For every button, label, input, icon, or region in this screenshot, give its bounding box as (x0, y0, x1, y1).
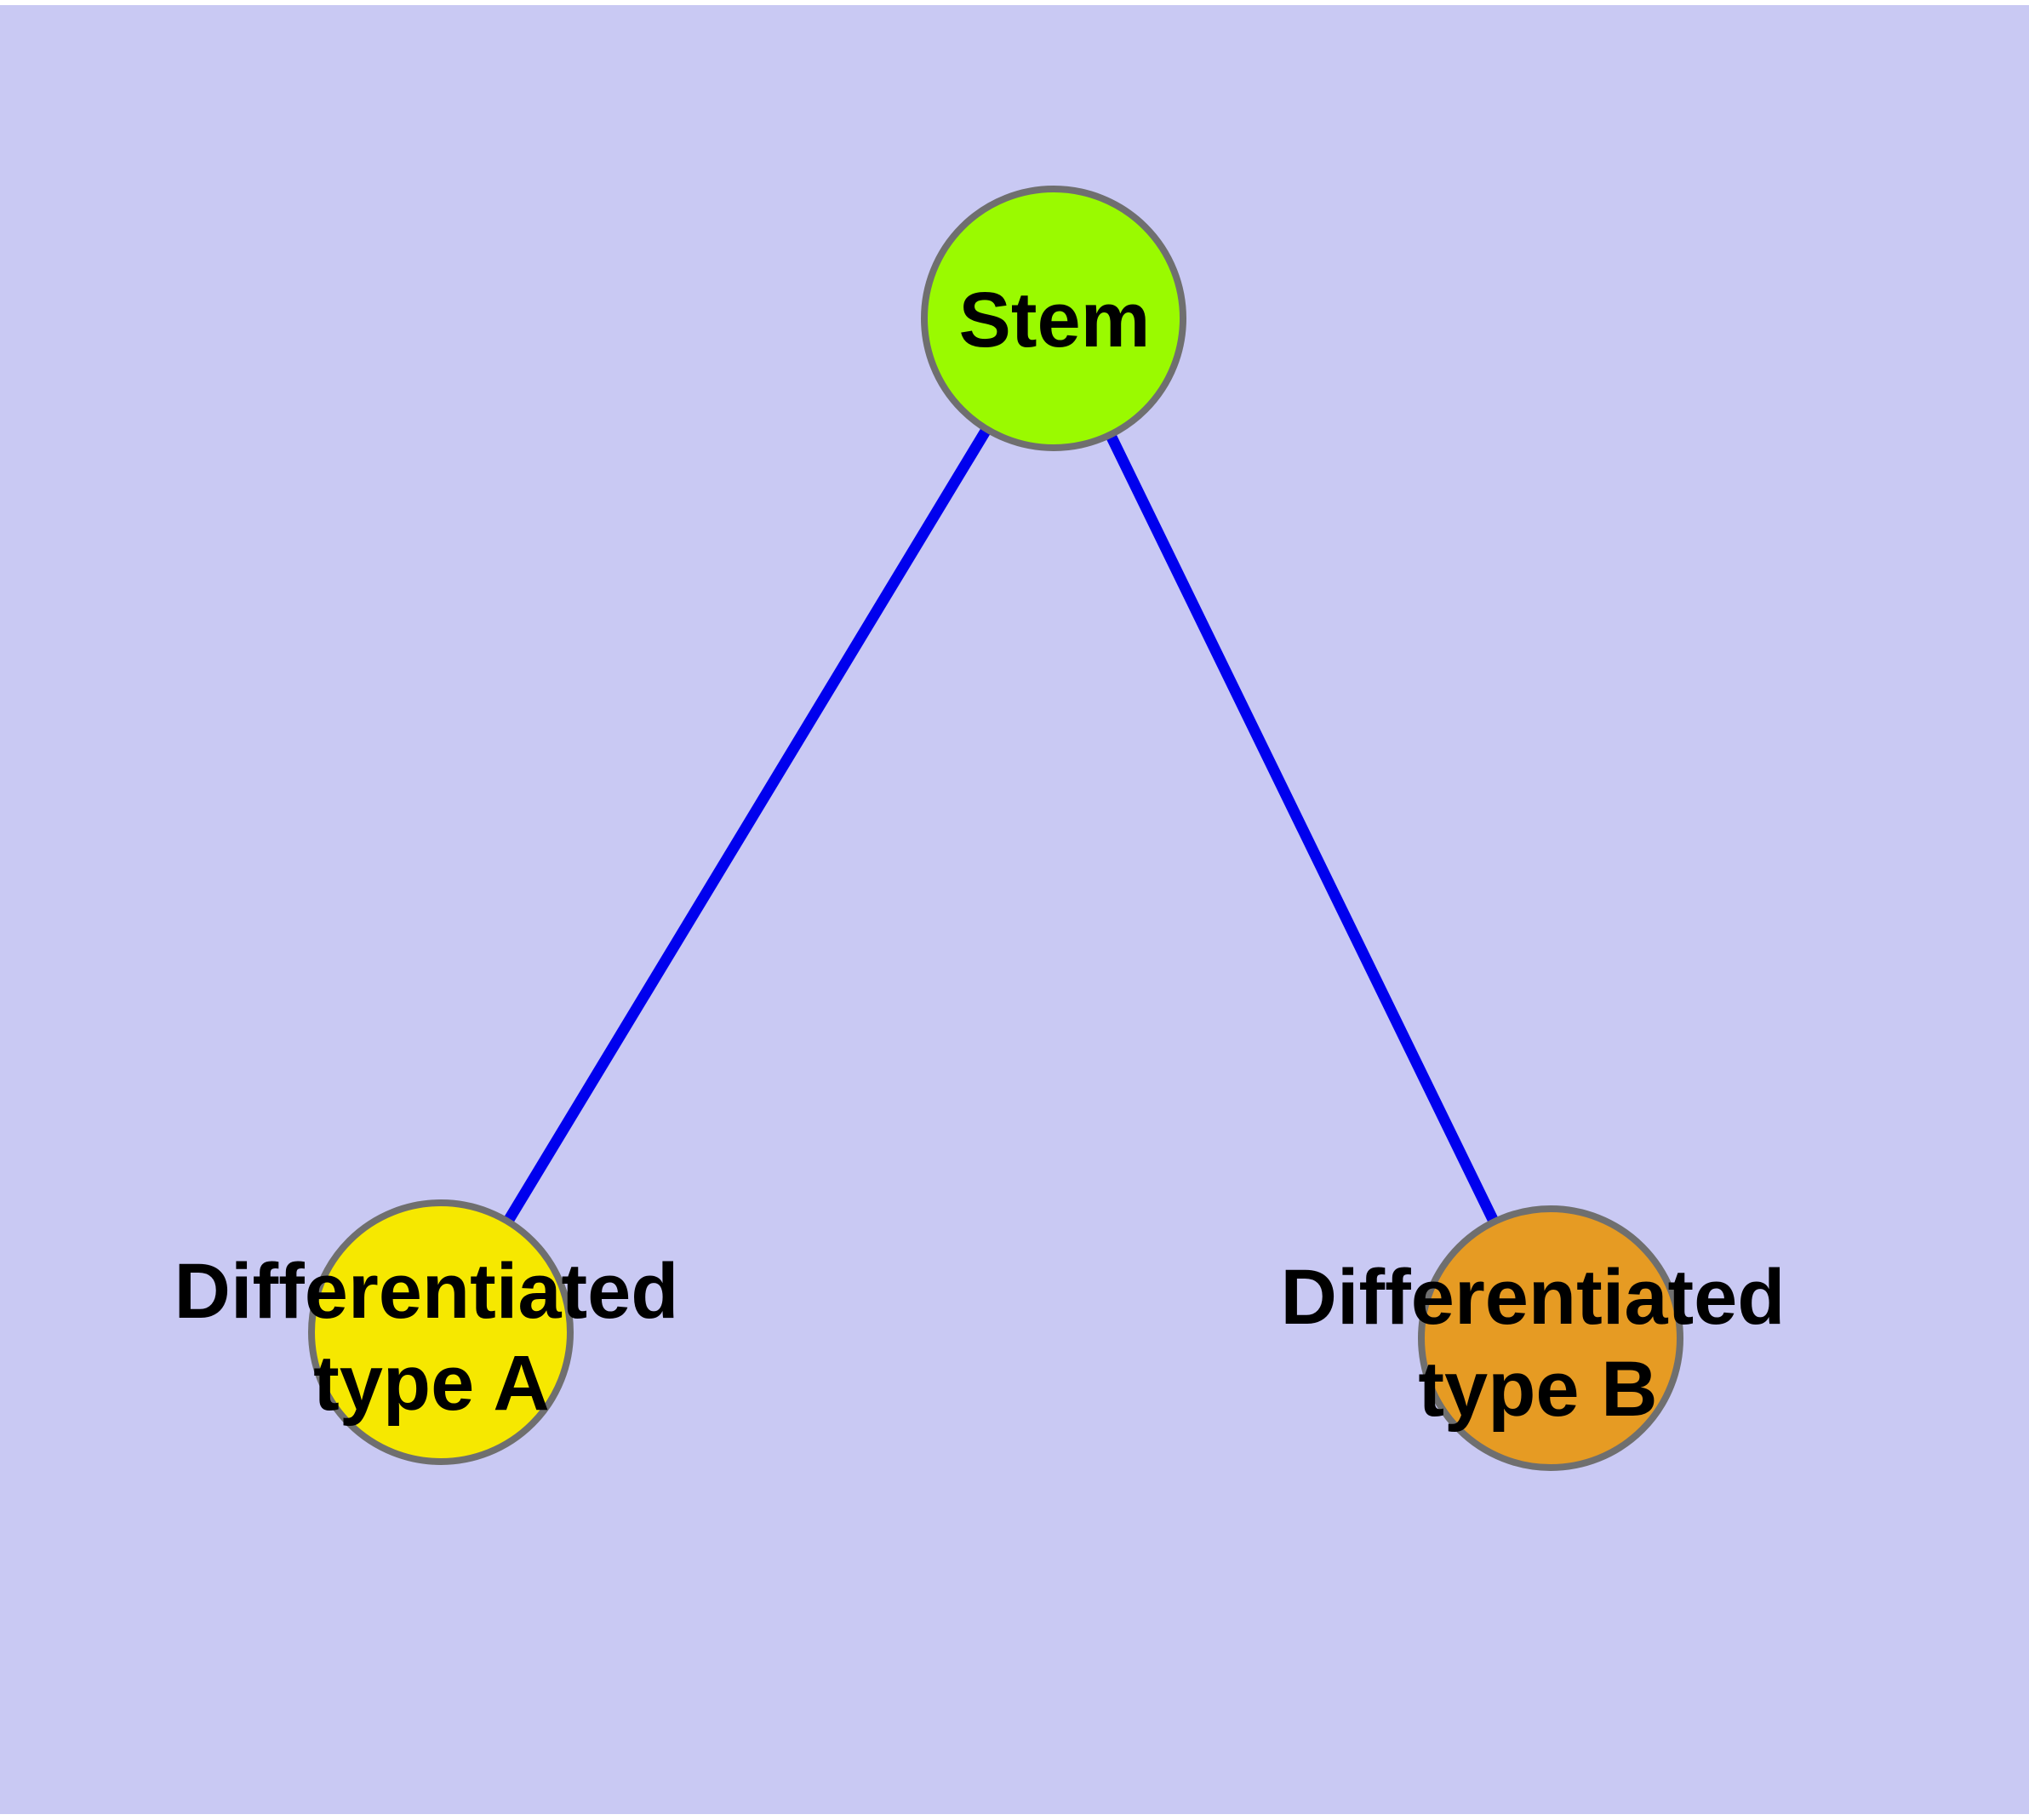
node-type-a-label-line1: Differentiated (174, 1248, 679, 1335)
node-stem-label: Stem (959, 277, 1151, 363)
edge-stem-to-type-b (1049, 316, 1556, 1341)
node-type-b-label-line2: type B (1418, 1346, 1657, 1433)
node-type-b-label-line1: Differentiated (1281, 1254, 1786, 1341)
node-differentiated-type-a (308, 1199, 574, 1465)
node-type-a-label-line2: type A (313, 1340, 550, 1427)
edge-stem-to-type-a (436, 315, 1059, 1336)
node-differentiated-type-b (1418, 1205, 1683, 1471)
node-stem (921, 186, 1186, 451)
